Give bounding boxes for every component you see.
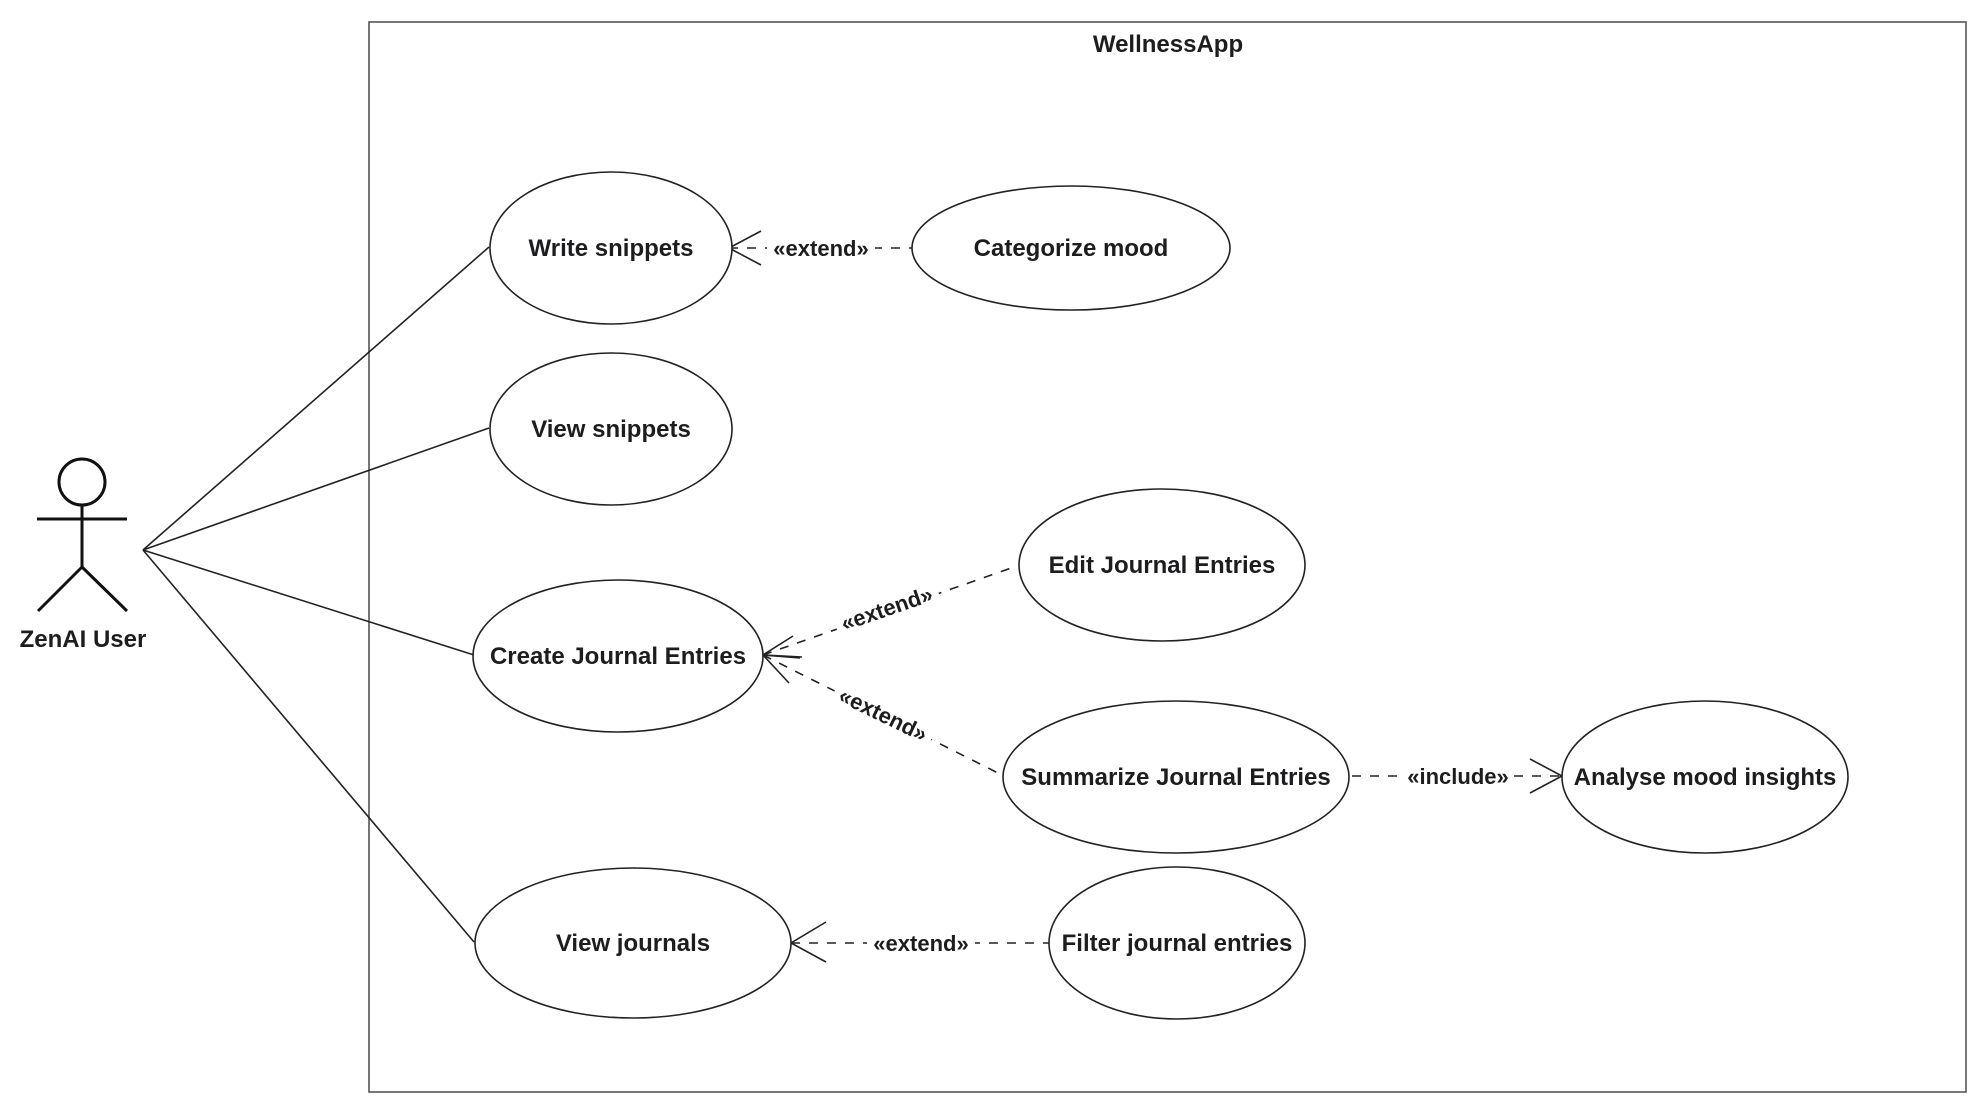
system-boundary	[368, 21, 1967, 1093]
use-case-edit-journal	[1018, 488, 1306, 642]
use-case-label-filter-journal: Filter journal entries	[1062, 930, 1293, 957]
relation-label-bg	[767, 234, 875, 262]
use-case-write-snippets	[489, 171, 733, 325]
use-case-label-analyse-mood: Analyse mood insights	[1574, 764, 1837, 791]
actor-zenai-user	[36, 457, 129, 613]
actor-right-leg	[80, 565, 129, 613]
extend-arrowhead-summarize	[761, 654, 803, 684]
extend-arrowhead-filter	[789, 921, 827, 963]
association-view-snippets	[142, 427, 490, 551]
relation-label-extend-categorize: «extend»	[773, 236, 868, 261]
use-case-categorize-mood	[911, 185, 1231, 311]
use-case-filter-journal	[1048, 866, 1306, 1020]
use-case-summarize-journal	[1002, 700, 1350, 854]
relation-label-bg	[829, 676, 939, 750]
relation-label-bg	[830, 576, 942, 638]
use-case-view-journals	[474, 867, 792, 1019]
actor-label: ZenAI User	[20, 626, 147, 653]
actor-head	[57, 457, 107, 507]
relation-label-bg	[1402, 762, 1514, 790]
relation-label-bg	[867, 929, 975, 957]
use-case-label-view-journals: View journals	[556, 930, 710, 957]
use-case-label-create-journal: Create Journal Entries	[490, 643, 746, 670]
use-case-label-categorize-mood: Categorize mood	[974, 235, 1169, 262]
actor-left-leg	[36, 565, 84, 613]
use-case-label-view-snippets: View snippets	[531, 416, 691, 443]
use-case-view-snippets	[489, 352, 733, 506]
relation-label-include-analyse: «include»	[1407, 764, 1508, 789]
system-name: WellnessApp	[1093, 31, 1243, 58]
use-case-analyse-mood	[1561, 700, 1849, 854]
association-write-snippets	[142, 246, 490, 551]
use-case-label-edit-journal: Edit Journal Entries	[1049, 552, 1276, 579]
relation-label-extend-filter: «extend»	[873, 931, 968, 956]
association-view-journals	[142, 549, 475, 943]
use-case-label-write-snippets: Write snippets	[529, 235, 694, 262]
use-case-label-summarize-journal: Summarize Journal Entries	[1021, 764, 1330, 791]
association-create-journal	[142, 549, 475, 656]
relation-label-extend-edit: «extend»	[838, 581, 936, 636]
use-case-create-journal	[472, 579, 764, 733]
